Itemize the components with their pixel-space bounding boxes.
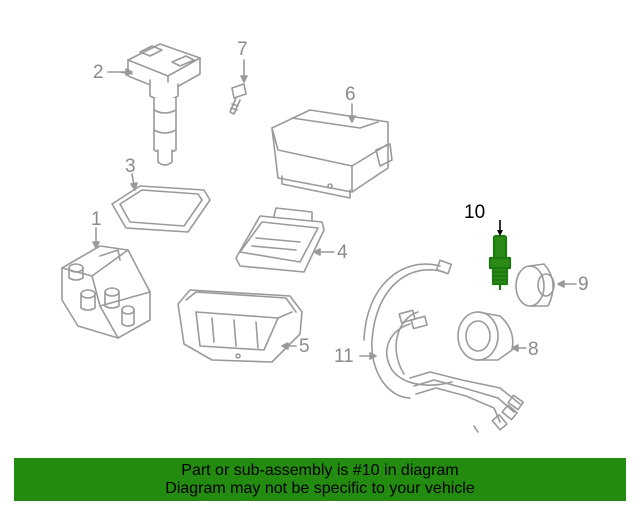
part-9-boot [516,264,554,306]
callout-9: 9 [578,274,589,295]
callout-6: 6 [345,84,356,105]
part-7-bolt [230,84,246,114]
part-8-cap [458,312,513,360]
callout-7: 7 [237,39,248,60]
banner-line-1: Part or sub-assembly is #10 in diagram [181,462,459,479]
callout-11: 11 [334,346,354,367]
callout-1: 1 [91,209,102,230]
part-5-housing-tray [178,290,302,362]
callout-4: 4 [337,242,348,263]
callout-3: 3 [125,156,136,177]
callout-2: 2 [93,62,104,83]
part-3-gasket [112,186,210,232]
part-1-coil-pack [62,246,150,338]
callout-5: 5 [299,336,310,357]
callout-10[interactable]: 10 [464,202,486,223]
part-10-spark-plug[interactable] [488,234,512,290]
info-banner: Part or sub-assembly is #10 in diagram D… [14,458,626,501]
callout-8: 8 [528,339,539,360]
part-2-ignition-coil [120,44,200,165]
part-4-module [236,208,324,272]
part-11-ignition-wires [364,260,523,432]
part-6-control-module [272,110,392,198]
banner-line-2: Diagram may not be specific to your vehi… [165,480,475,497]
